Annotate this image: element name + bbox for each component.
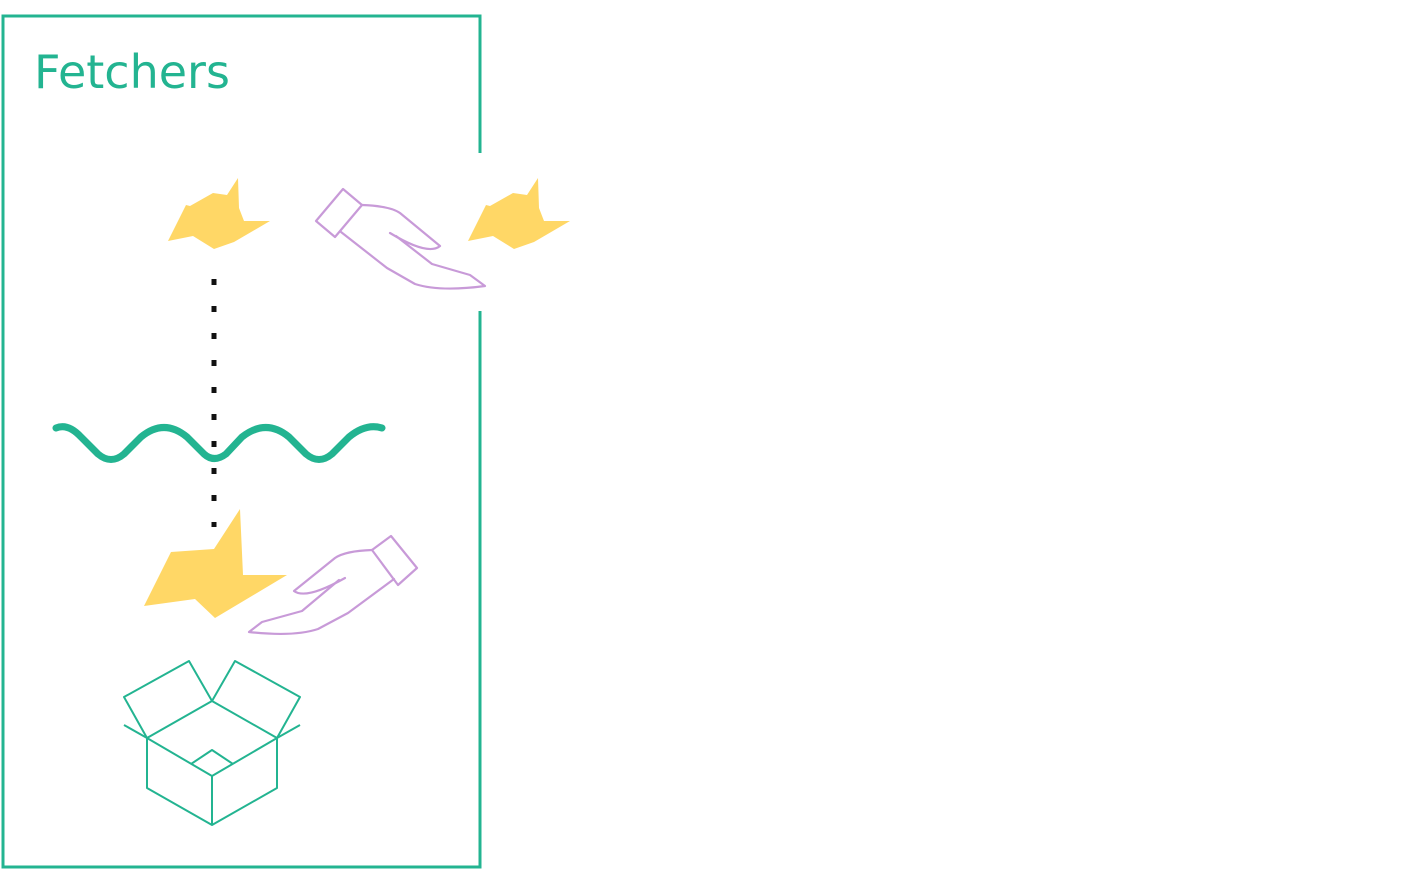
open-box-icon xyxy=(124,661,300,825)
open-hand-icon xyxy=(249,536,417,634)
small-yellow-burst-icon xyxy=(468,178,570,249)
wave-icon xyxy=(56,427,382,460)
open-hand-icon xyxy=(316,189,485,289)
panel-title: Fetchers xyxy=(34,45,230,99)
small-yellow-burst-icon xyxy=(168,178,270,249)
